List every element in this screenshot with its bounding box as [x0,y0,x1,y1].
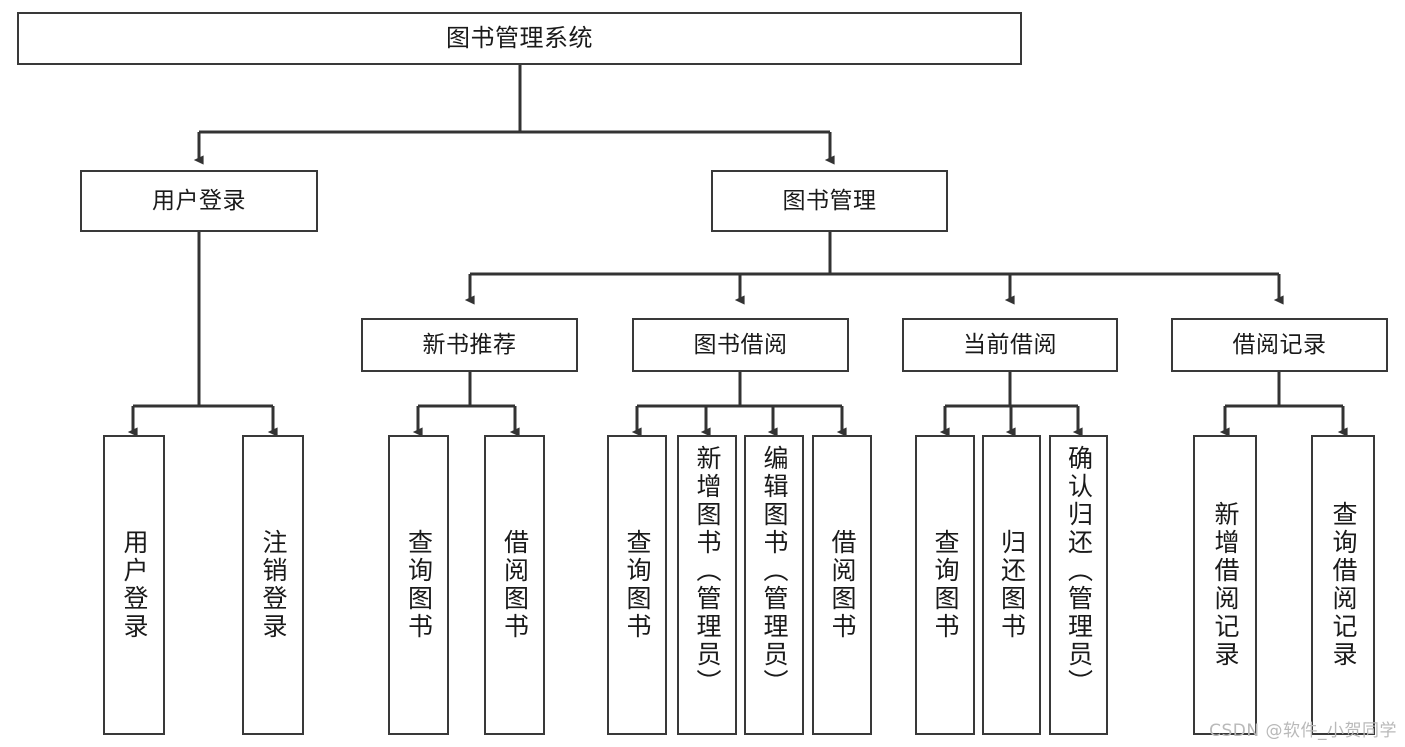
node-label: 归还图书 [997,529,1027,641]
node-label: 新增借阅记录 [1211,501,1240,669]
leaf-query-book-current[interactable]: 查询图书 [915,435,975,735]
leaf-user-login[interactable]: 用户登录 [103,435,165,735]
node-label: 当前借阅 [963,331,1057,358]
node-label: 图书管理 [782,187,877,214]
csdn-watermark: CSDN @软件_小贺同学 [1209,721,1397,741]
node-label: 查询图书 [623,529,652,641]
leaf-add-borrow-record[interactable]: 新增借阅记录 [1193,435,1257,735]
node-label: 用户登录 [120,529,149,641]
node-current-borrow[interactable]: 当前借阅 [902,318,1118,372]
node-label: 编辑图书（管理员） [760,445,789,697]
leaf-confirm-return[interactable]: 确认归还（管理员） [1049,435,1108,735]
leaf-user-logout[interactable]: 注销登录 [242,435,304,735]
leaf-query-book-recommend[interactable]: 查询图书 [388,435,449,735]
node-new-book-recommend[interactable]: 新书推荐 [361,318,578,372]
node-label: 新增图书（管理员） [693,445,722,697]
leaf-return-book[interactable]: 归还图书 [982,435,1041,735]
leaf-query-book-borrow[interactable]: 查询图书 [607,435,667,735]
node-label: 图书管理系统 [446,23,593,52]
node-label: 注销登录 [259,529,288,641]
node-label: 查询图书 [404,529,434,641]
node-label: 确认归还（管理员） [1064,445,1094,697]
leaf-edit-book[interactable]: 编辑图书（管理员） [744,435,804,735]
leaf-query-borrow-record[interactable]: 查询借阅记录 [1311,435,1375,735]
node-root-system[interactable]: 图书管理系统 [17,12,1022,65]
leaf-add-book[interactable]: 新增图书（管理员） [677,435,737,735]
node-book-management[interactable]: 图书管理 [711,170,948,232]
node-label: 借阅记录 [1232,331,1327,358]
node-label: 图书借阅 [693,331,788,358]
node-label: 查询图书 [931,529,960,641]
node-label: 借阅图书 [500,529,530,641]
leaf-borrow-book-borrow[interactable]: 借阅图书 [812,435,872,735]
node-borrow-record[interactable]: 借阅记录 [1171,318,1388,372]
leaf-borrow-book-recommend[interactable]: 借阅图书 [484,435,545,735]
node-user-login[interactable]: 用户登录 [80,170,318,232]
node-label: 查询借阅记录 [1329,501,1358,669]
node-book-borrow[interactable]: 图书借阅 [632,318,849,372]
node-label: 借阅图书 [828,529,857,641]
node-label: 新书推荐 [422,331,517,358]
node-label: 用户登录 [152,187,246,214]
